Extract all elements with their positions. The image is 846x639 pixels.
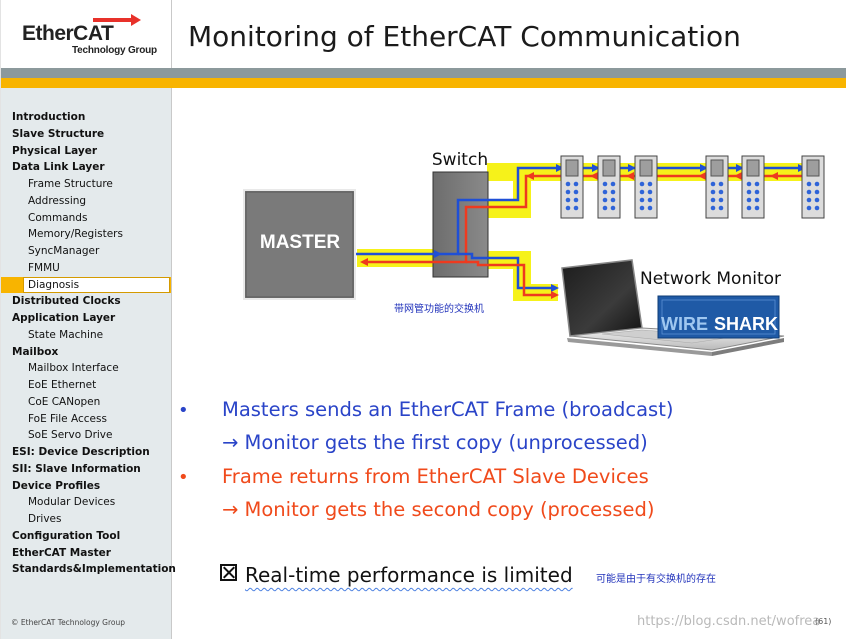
monitor-arrow-red — [551, 291, 559, 299]
sidebar-item-introduction[interactable]: Introduction — [1, 109, 171, 126]
wireshark-text-a: WIRE — [661, 314, 708, 334]
page-number: (61) — [815, 617, 832, 626]
sidebar-item-label: Modular Devices — [28, 496, 116, 509]
bullet-1-text: Masters sends an EtherCAT Frame (broadca… — [222, 398, 674, 421]
realtime-note: Real-time performance is limited — [220, 563, 573, 587]
logo-arrows-icon — [93, 14, 141, 26]
sidebar-item-label: Device Profiles — [12, 479, 101, 492]
switch-label: Switch — [432, 150, 488, 170]
realtime-note-cn: 可能是由于有交换机的存在 — [596, 574, 716, 585]
sidebar-item-drives[interactable]: Drives — [1, 511, 171, 528]
sidebar-item-fmmu[interactable]: FMMU — [1, 260, 171, 277]
sidebar-item-slave-structure[interactable]: Slave Structure — [1, 126, 171, 143]
monitor-arrow-blue — [551, 284, 559, 292]
logo: EtherCAT Technology Group — [1, 0, 171, 70]
sidebar-item-state-machine[interactable]: State Machine — [1, 327, 171, 344]
bullet-dot-2: • — [178, 467, 189, 488]
sidebar-item-label: Application Layer — [12, 312, 116, 324]
sidebar-item-soe-servo-drive[interactable]: SoE Servo Drive — [1, 427, 171, 444]
sidebar-item-label: Frame Structure — [28, 178, 113, 190]
bullet-dot-1: • — [178, 400, 189, 421]
sidebar-item-label: EoE Ethernet — [28, 379, 97, 391]
sidebar — [1, 88, 171, 639]
bullet-2-text: Frame returns from EtherCAT Slave Device… — [222, 465, 649, 488]
logo-sub-text: Technology Group — [72, 45, 157, 56]
sidebar-item-label: Standards&Implementation — [12, 563, 176, 576]
sidebar-item-label: SoE Servo Drive — [28, 429, 113, 442]
sidebar-item-label: Slave Structure — [12, 127, 105, 140]
sidebar-item-label: Mailbox — [12, 345, 59, 358]
slave-lines — [488, 166, 812, 209]
page-title: Monitoring of EtherCAT Communication — [188, 20, 741, 53]
bullet-1-sub: → Monitor gets the first copy (unprocess… — [222, 431, 648, 454]
sidebar-item-label: Introduction — [12, 111, 86, 123]
sidebar-item-distributed-clocks[interactable]: Distributed Clocks — [1, 293, 171, 310]
sidebar-item-label: State Machine — [28, 328, 104, 341]
sidebar-item-data-link-layer[interactable]: Data Link Layer — [1, 159, 171, 176]
watermark: https://blog.csdn.net/wofrea — [637, 614, 821, 629]
sidebar-item-memory-registers[interactable]: Memory/Registers — [1, 226, 171, 243]
sidebar-item-frame-structure[interactable]: Frame Structure — [1, 176, 171, 193]
sidebar-item-label: CoE CANopen — [28, 395, 101, 408]
sidebar-item-ethercat-master[interactable]: EtherCAT Master — [1, 545, 171, 562]
sidebar-item-standards-implementation[interactable]: Standards&Implementation — [1, 561, 176, 578]
sidebar-item-label: Commands — [28, 211, 88, 224]
sidebar-item-label: Drives — [28, 513, 62, 525]
sidebar-item-mailbox[interactable]: Mailbox — [1, 344, 171, 361]
sidebar-item-label: Configuration Tool — [12, 529, 121, 542]
header-bar-gray — [1, 68, 846, 78]
sidebar-item-label: SyncManager — [28, 245, 100, 257]
sidebar-item-foe-file-access[interactable]: FoE File Access — [1, 411, 171, 428]
sidebar-item-coe-canopen[interactable]: CoE CANopen — [1, 394, 171, 411]
sidebar-item-label: ESI: Device Description — [12, 446, 150, 458]
sidebar-item-syncmanager[interactable]: SyncManager — [1, 243, 171, 260]
network-monitor-label: Network Monitor — [640, 269, 781, 289]
realtime-text: Real-time performance is limited — [245, 563, 573, 587]
wireshark-logo — [657, 295, 780, 339]
sidebar-item-label: EtherCAT Master — [12, 546, 111, 559]
checkbox-x-icon — [220, 564, 237, 581]
sidebar-item-sii-slave-information[interactable]: SII: Slave Information — [1, 461, 171, 478]
monitor-lines — [488, 256, 552, 297]
sidebar-item-application-layer[interactable]: Application Layer — [1, 310, 171, 327]
sidebar-item-eoe-ethernet[interactable]: EoE Ethernet — [1, 377, 171, 394]
sidebar-item-label: SII: Slave Information — [12, 462, 141, 475]
switch-note-cn: 带网管功能的交换机 — [394, 304, 484, 315]
network-diagram: MASTER Switch — [243, 150, 825, 356]
sidebar-item-label: Memory/Registers — [28, 228, 123, 241]
sidebar-item-label: FMMU — [28, 261, 60, 274]
sidebar-item-label: Mailbox Interface — [28, 362, 119, 375]
sidebar-item-label: Diagnosis — [28, 278, 80, 291]
switch-box — [432, 171, 489, 278]
vertical-divider — [171, 0, 172, 639]
sidebar-item-modular-devices[interactable]: Modular Devices — [1, 494, 171, 511]
active-item-highlight — [23, 276, 170, 294]
sidebar-item-label: FoE File Access — [28, 412, 107, 425]
sidebar-item-physical-layer[interactable]: Physical Layer — [1, 143, 171, 160]
master-label: MASTER — [260, 232, 341, 253]
sidebar-item-device-profiles[interactable]: Device Profiles — [1, 478, 171, 495]
wireshark-text-b: SHARK — [714, 314, 778, 334]
copyright: © EtherCAT Technology Group — [11, 618, 125, 627]
sidebar-item-label: Data Link Layer — [12, 161, 105, 174]
sidebar-item-label: Addressing — [28, 194, 87, 207]
logo-main-text: EtherCAT — [22, 22, 114, 45]
sidebar-item-label: Physical Layer — [12, 144, 98, 157]
master-box — [243, 189, 356, 300]
sidebar-item-diagnosis[interactable]: Diagnosis — [1, 276, 171, 294]
sidebar-item-addressing[interactable]: Addressing — [1, 193, 171, 210]
sidebar-item-configuration-tool[interactable]: Configuration Tool — [1, 528, 171, 545]
header-bar-orange — [1, 78, 846, 88]
switch-internal-lines — [434, 198, 488, 267]
sidebar-item-label: Distributed Clocks — [12, 295, 121, 308]
sidebar-item-commands[interactable]: Commands — [1, 210, 171, 227]
sidebar-item-esi-device-description[interactable]: ESI: Device Description — [1, 444, 171, 461]
sidebar-item-mailbox-interface[interactable]: Mailbox Interface — [1, 360, 171, 377]
slave-devices — [560, 155, 825, 219]
bullet-2-sub: → Monitor gets the second copy (processe… — [222, 498, 655, 521]
